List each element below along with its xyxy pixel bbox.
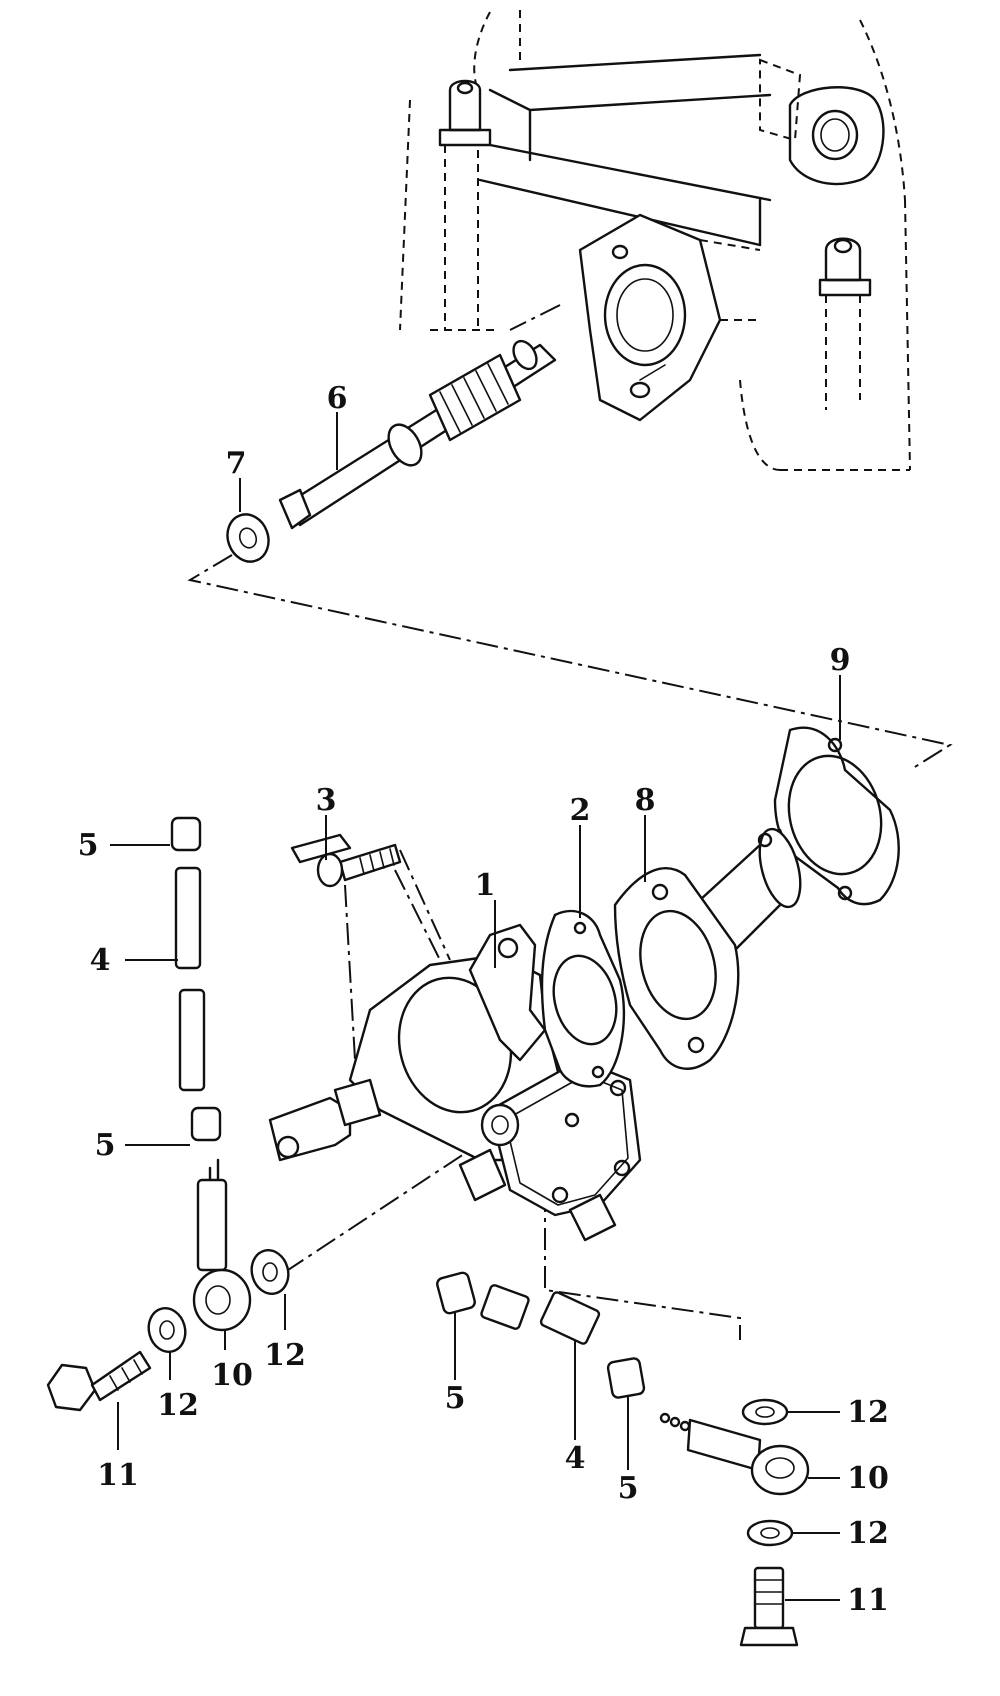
leader-lines	[110, 412, 841, 1601]
callout-11-right: 11	[847, 1583, 889, 1618]
callout-2: 2	[570, 793, 591, 828]
callout-4-left: 4	[90, 943, 111, 978]
callout-5-mid-left: 5	[95, 1128, 116, 1163]
alignment-lines	[187, 304, 953, 1340]
left-pipe-assembly	[46, 816, 290, 1412]
callout-12-left-a: 12	[157, 1388, 199, 1423]
callout-8: 8	[635, 783, 656, 818]
washer-7	[226, 513, 270, 563]
screw-3	[290, 833, 451, 961]
pump-body	[268, 827, 802, 1242]
drive-shaft-gear	[278, 339, 557, 530]
callout-5-top-left: 5	[78, 828, 99, 863]
gasket-2	[540, 909, 626, 1088]
callout-10-right: 10	[847, 1461, 889, 1496]
callout-labels: 1 2 3 4 4 5 5 5 5 6 7 8 9 10 10 11 11 12…	[78, 381, 889, 1618]
callout-9: 9	[830, 643, 851, 678]
engine-block	[399, 10, 911, 471]
gasket-8	[613, 867, 740, 1070]
callout-6: 6	[327, 381, 348, 416]
callout-12-left-b: 12	[264, 1338, 306, 1373]
callout-11-left: 11	[97, 1458, 139, 1493]
callout-5-bottom-a: 5	[445, 1381, 466, 1416]
callout-10-left: 10	[211, 1358, 253, 1393]
callout-12-right-a: 12	[847, 1395, 889, 1430]
callout-4-right: 4	[565, 1441, 586, 1476]
right-pipe-assembly	[436, 1271, 810, 1647]
callout-1: 1	[475, 868, 496, 903]
callout-7: 7	[226, 446, 247, 481]
callout-3: 3	[316, 783, 337, 818]
callout-12-right-b: 12	[847, 1516, 889, 1551]
callout-5-bottom-b: 5	[618, 1471, 639, 1506]
